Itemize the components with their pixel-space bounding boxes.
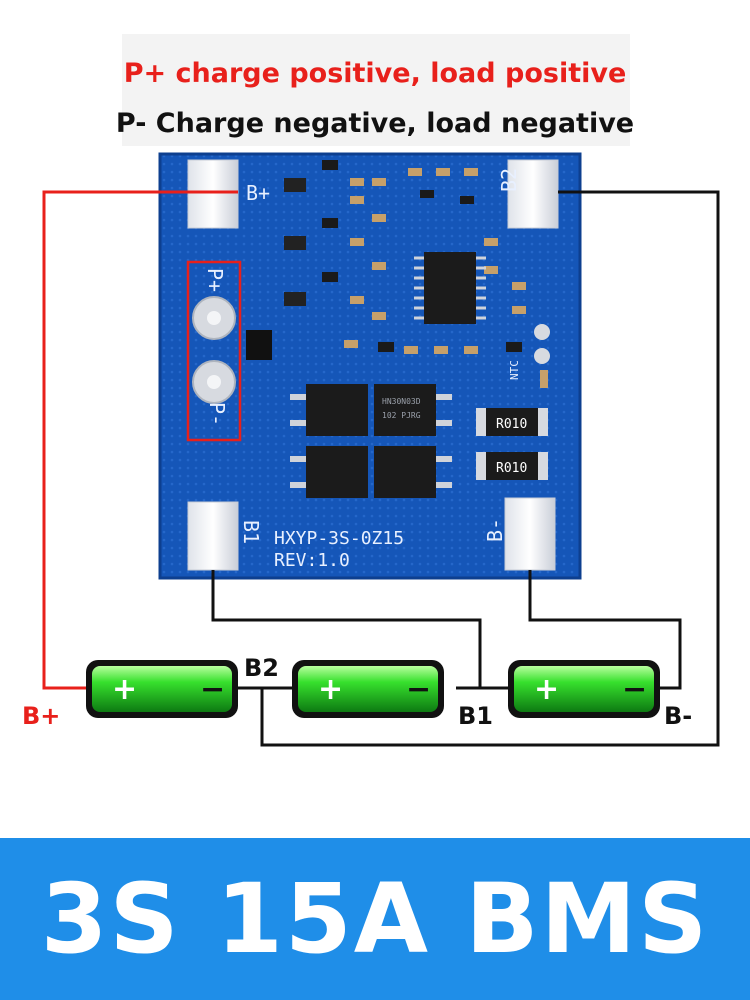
mosfet-code: 102 PJRG (382, 411, 421, 420)
wire-b2 (260, 190, 720, 747)
battery-3-negative: − (622, 672, 647, 707)
protection-ic (414, 252, 486, 324)
legend-line-p-minus: P- Charge negative, load negative (115, 108, 635, 139)
battery-1-negative: − (200, 672, 225, 707)
smd-components (246, 160, 550, 388)
silk-p-plus: P+ (203, 268, 227, 292)
battery-1: + − (86, 660, 238, 718)
bms-wiring-diagram: B+ B2 B1 B- P+ P- (22, 152, 720, 747)
legend-background (122, 34, 630, 146)
pcb-board: B+ B2 B1 B- P+ P- (158, 152, 582, 580)
battery-3-positive: + (534, 672, 559, 707)
pad-b2 (507, 159, 559, 229)
legend-line-p-plus: P+ charge positive, load positive (123, 58, 627, 89)
silk-ntc: NTC (508, 360, 521, 380)
mosfet-array: HN30N03D 102 PJRG (290, 384, 452, 498)
banner-title: 3S 15A BMS (40, 863, 710, 975)
label-b1: B1 (458, 702, 493, 730)
silk-p-minus: P- (205, 402, 229, 426)
board-revision: REV:1.0 (274, 550, 350, 571)
battery-3: + − (508, 660, 660, 718)
silk-b-plus: B+ (246, 181, 270, 205)
battery-2-positive: + (318, 672, 343, 707)
shunt-1-code: R010 (496, 417, 527, 432)
wires (42, 190, 720, 747)
battery-2-negative: − (406, 672, 431, 707)
title-banner: 3S 15A BMS (0, 838, 750, 1000)
label-b2: B2 (244, 654, 279, 682)
battery-2: + − (292, 660, 444, 718)
label-b-minus: B- (664, 702, 692, 730)
label-b-plus: B+ (22, 702, 60, 730)
pad-b1 (187, 501, 239, 571)
mosfet-marking: HN30N03D (382, 397, 421, 406)
shunt-2-code: R010 (496, 461, 527, 476)
silk-b1: B1 (239, 520, 263, 544)
pad-b-minus (504, 497, 556, 571)
silk-b2: B2 (497, 168, 521, 192)
wire-b-minus (528, 570, 682, 690)
p-terminal-outline (186, 260, 242, 442)
silk-b-minus: B- (483, 518, 507, 542)
wire-b-plus (42, 190, 238, 690)
pad-b-plus (187, 159, 239, 229)
battery-1-positive: + (112, 672, 137, 707)
shunt-resistors: R010 R010 (476, 408, 548, 480)
board-model: HXYP-3S-0Z15 (274, 528, 404, 549)
